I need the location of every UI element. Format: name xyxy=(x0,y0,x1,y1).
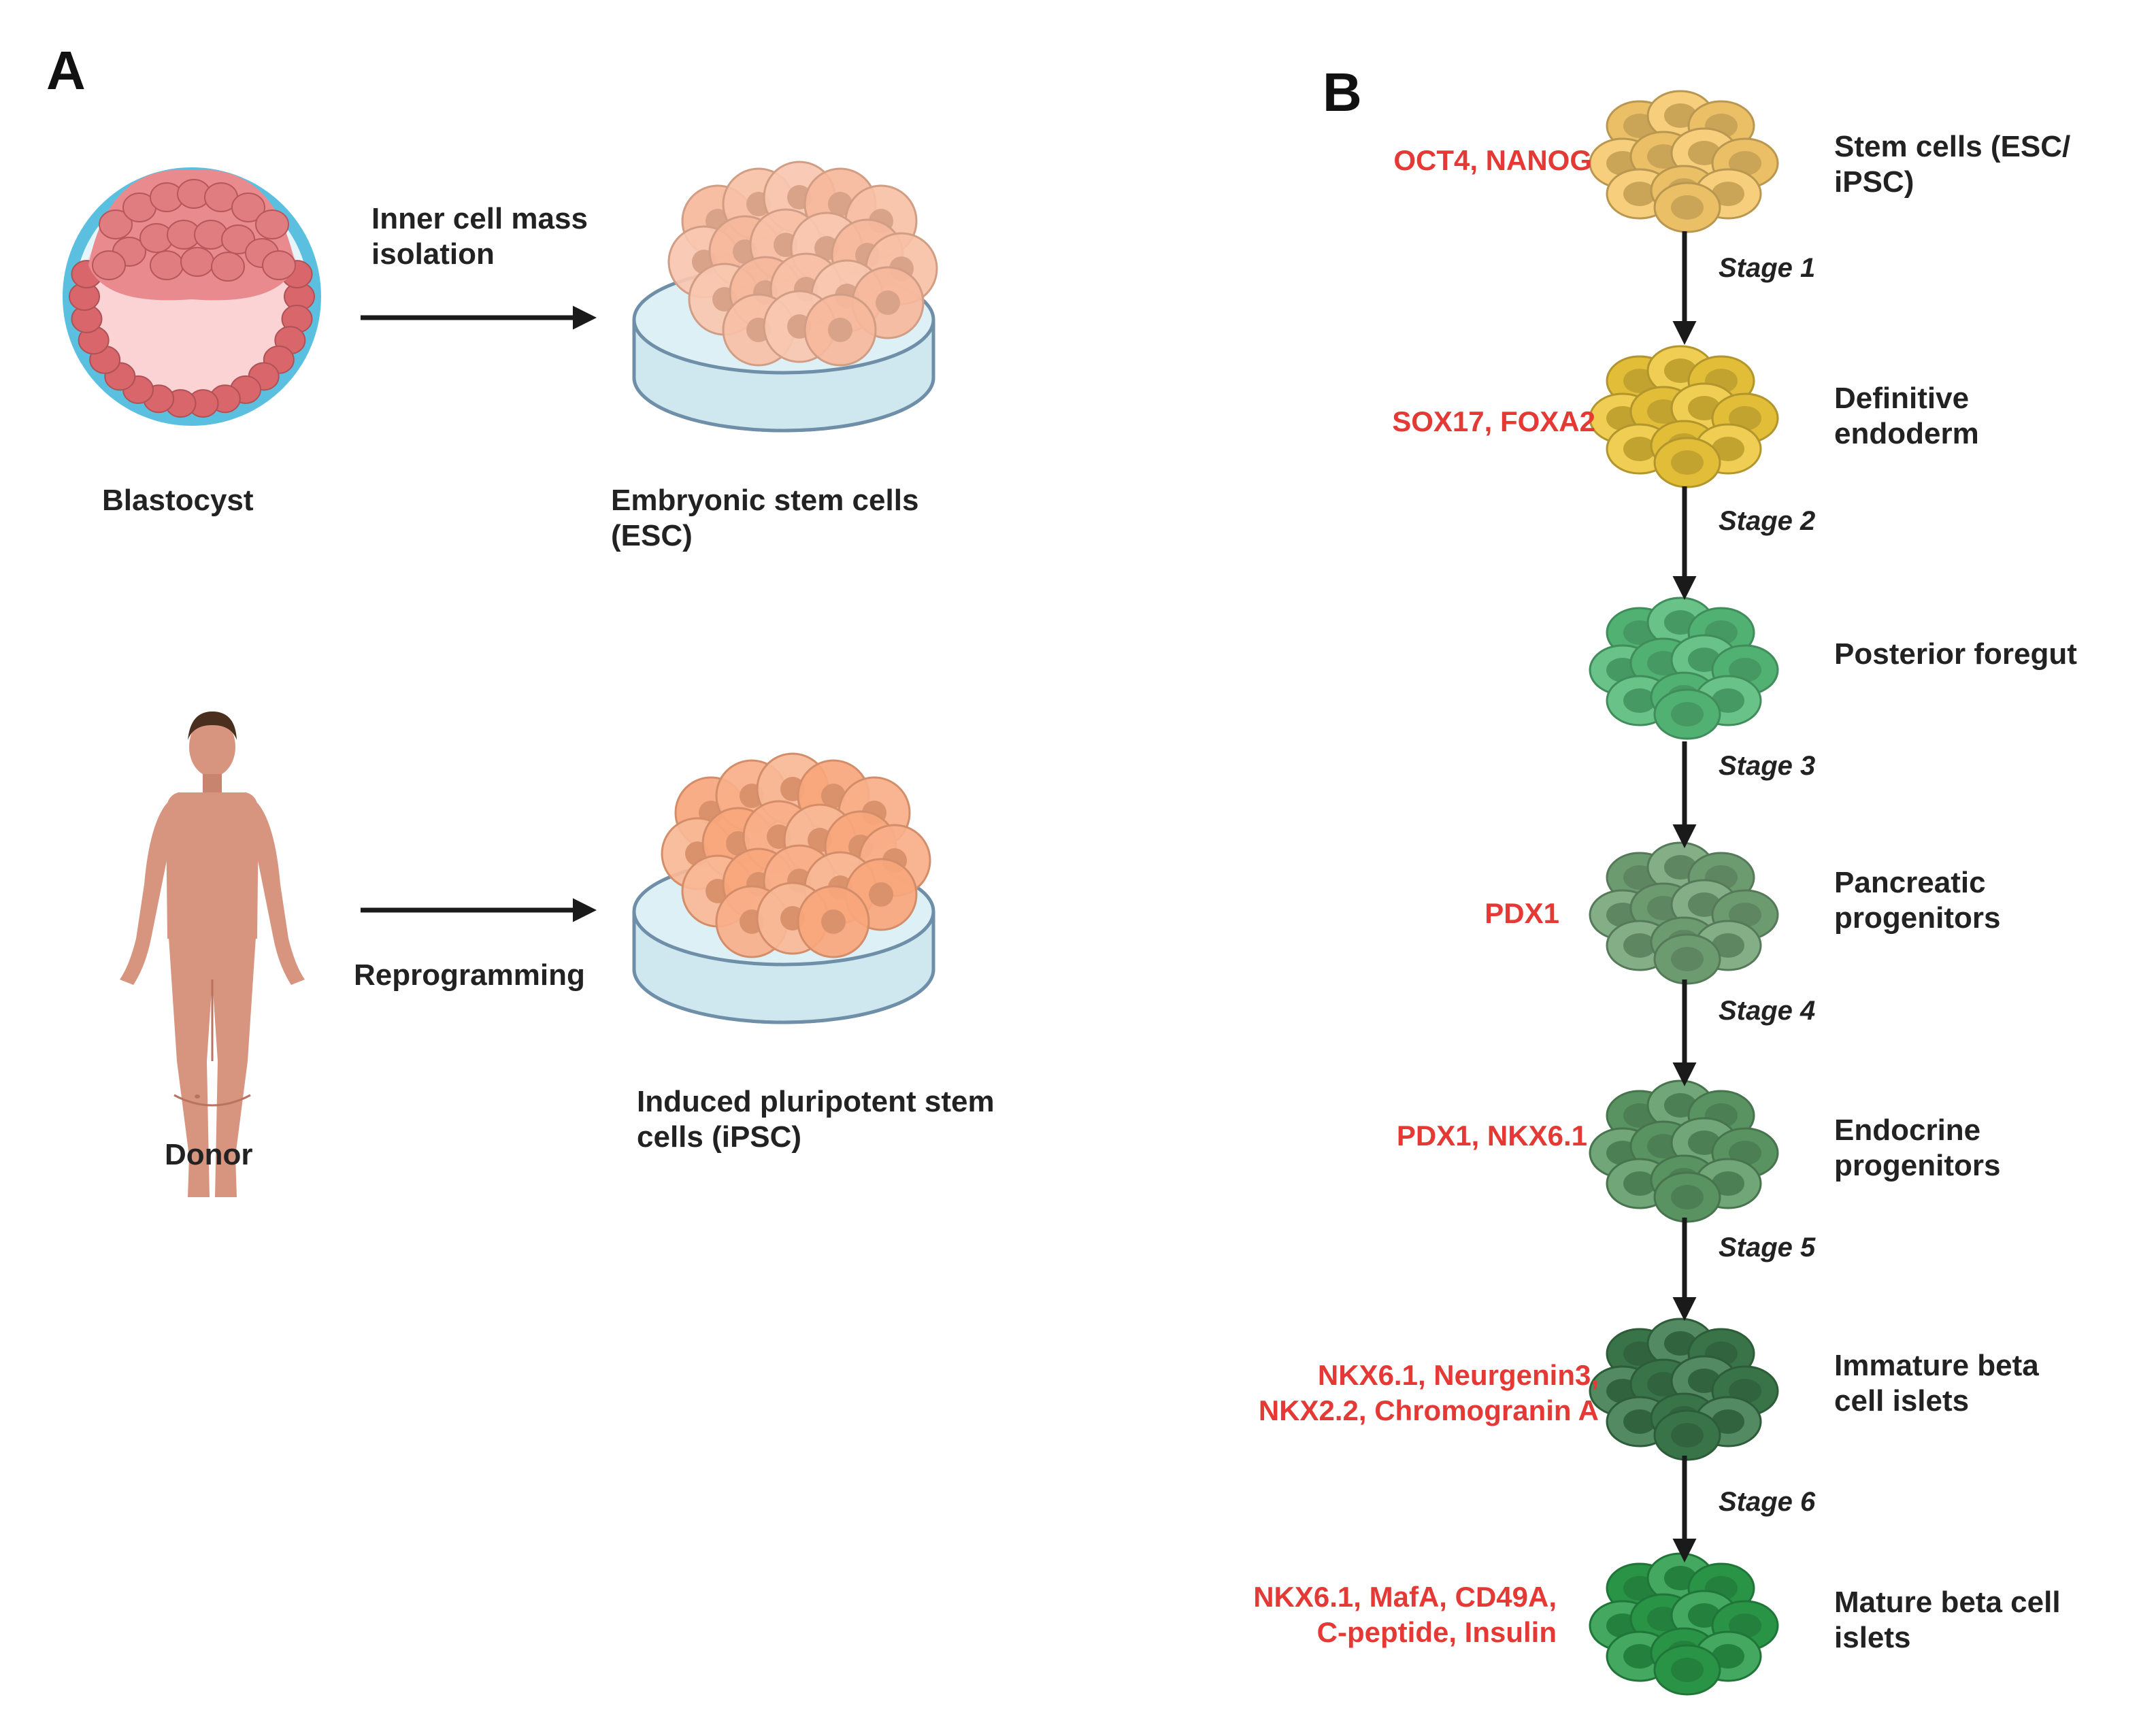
icm-cell xyxy=(231,192,265,222)
cluster-cell-nucleus xyxy=(1671,947,1704,971)
step-name: Endocrine progenitors xyxy=(1834,1113,2001,1182)
step-name: Mature beta cell islets xyxy=(1834,1586,2061,1654)
blastocyst-icon xyxy=(63,167,321,426)
stage-label: Stage 6 xyxy=(1719,1487,1816,1517)
step-name: Posterior foregut xyxy=(1834,637,2077,671)
esc-label: Embryonic stem cells (ESC) xyxy=(611,484,919,552)
ipsc-label: Induced pluripotent stem cells (iPSC) xyxy=(637,1085,995,1154)
icm-cell xyxy=(99,210,133,239)
cluster-cell-nucleus xyxy=(1712,182,1744,206)
stage-label: Stage 3 xyxy=(1719,751,1816,781)
reprogramming-label: Reprogramming xyxy=(354,958,585,992)
step-markers: SOX17, FOXA2 xyxy=(1392,405,1595,437)
icm-cell xyxy=(92,250,126,280)
icm-cell xyxy=(255,210,289,239)
step-markers: PDX1, NKX6.1 xyxy=(1396,1120,1587,1152)
cell-cluster-column xyxy=(1589,90,1779,1696)
cluster-cell-nucleus xyxy=(1671,450,1704,475)
cluster-cell-nucleus xyxy=(1623,437,1656,461)
cluster-cell-nucleus xyxy=(1712,1171,1744,1196)
step-name: Stem cells (ESC/ iPSC) xyxy=(1834,130,2071,199)
stage-label: Stage 1 xyxy=(1719,253,1816,283)
blastocyst-label: Blastocyst xyxy=(102,484,254,517)
cluster-cell-nucleus xyxy=(1712,437,1744,461)
cluster-cell-nucleus xyxy=(1671,1185,1704,1209)
cluster-cell-nucleus xyxy=(1671,702,1704,726)
step-name: Pancreatic progenitors xyxy=(1834,866,2001,935)
cluster-cell-nucleus xyxy=(1623,1409,1656,1434)
cluster-cell-nucleus xyxy=(1623,933,1656,958)
icm-isolation-label: Inner cell mass isolation xyxy=(371,202,588,271)
petri-dish-icon xyxy=(632,752,935,1024)
colony-cell-nucleus xyxy=(869,882,893,907)
icm-cell xyxy=(180,247,214,277)
icm-cell xyxy=(262,250,296,280)
icm-cell xyxy=(211,252,245,282)
stage-label: Stage 4 xyxy=(1719,996,1816,1026)
cluster-cell-nucleus xyxy=(1712,1644,1744,1669)
icm-cell xyxy=(150,250,184,280)
cluster-cell-nucleus xyxy=(1623,1171,1656,1196)
stage-label: Stage 2 xyxy=(1719,506,1816,536)
icm-cell xyxy=(221,224,255,254)
panel-b-label: B xyxy=(1323,62,1362,122)
step-markers: PDX1 xyxy=(1485,897,1559,929)
colony-cell-nucleus xyxy=(828,318,852,342)
step-markers: OCT4, NANOG xyxy=(1393,144,1592,176)
panel-a-label: A xyxy=(46,40,86,101)
petri-dish-icon xyxy=(632,161,938,433)
cluster-cell-nucleus xyxy=(1623,182,1656,206)
cluster-cell-nucleus xyxy=(1712,688,1744,713)
step-markers: NKX6.1, Neurgenin3, NKX2.2, Chromogranin… xyxy=(1258,1359,1599,1426)
cluster-cell-nucleus xyxy=(1671,1658,1704,1682)
stage-label: Stage 5 xyxy=(1719,1233,1816,1262)
colony-cell-nucleus xyxy=(876,290,900,315)
human-figure-icon xyxy=(120,711,305,1197)
cluster-cell-nucleus xyxy=(1671,1423,1704,1447)
step-markers: NKX6.1, MafA, CD49A, C-peptide, Insulin xyxy=(1253,1581,1557,1648)
step-name: Definitive endoderm xyxy=(1834,382,1979,450)
cluster-cell-nucleus xyxy=(1623,688,1656,713)
cluster-cell-nucleus xyxy=(1623,1644,1656,1669)
cluster-cell-nucleus xyxy=(1712,1409,1744,1434)
cluster-cell-nucleus xyxy=(1671,195,1704,220)
cluster-cell-nucleus xyxy=(1712,933,1744,958)
donor-label: Donor xyxy=(165,1138,253,1171)
colony-cell-nucleus xyxy=(821,909,846,934)
step-name: Immature beta cell islets xyxy=(1834,1349,2039,1418)
